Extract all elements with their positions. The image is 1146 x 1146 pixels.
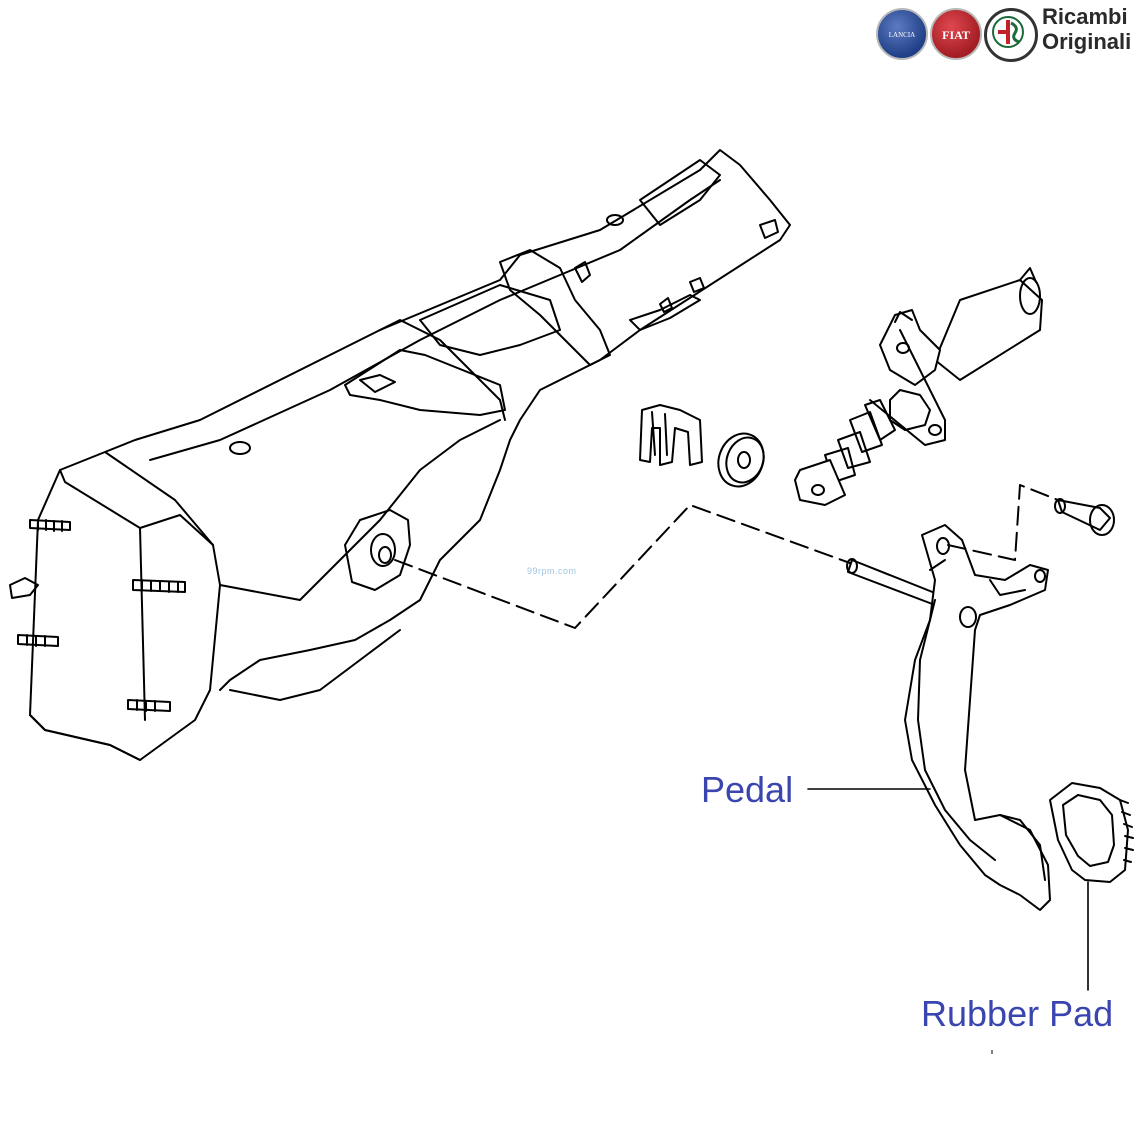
retaining-clip xyxy=(639,404,703,466)
clutch-master-cylinder xyxy=(794,267,1043,506)
pedal-box-bracket xyxy=(29,149,791,761)
rubber-pad-label: Rubber Pad xyxy=(921,993,1114,1034)
pedal-label: Pedal xyxy=(701,769,794,810)
pedal-pivot-shaft xyxy=(846,558,941,606)
fiat-logo-icon: FIAT xyxy=(930,8,982,60)
mounting-studs xyxy=(9,519,186,712)
alfa-romeo-logo-icon xyxy=(984,8,1038,62)
washer xyxy=(717,432,765,488)
fiat-logo-text: FIAT xyxy=(942,28,970,42)
rubber-pedal-pad xyxy=(1049,782,1134,883)
clevis-pin xyxy=(1054,498,1115,536)
brand-line-2: Originali xyxy=(1042,29,1132,54)
assembly-dashed-lines xyxy=(394,484,1059,629)
watermark: 99rpm.com xyxy=(527,566,577,576)
lancia-logo-icon: LANCIA xyxy=(876,8,928,60)
label-leader-lines xyxy=(807,788,1089,991)
clutch-pedal-arm xyxy=(904,524,1051,911)
brand-title: Ricambi Originali xyxy=(1042,4,1131,54)
lancia-logo-text: LANCIA xyxy=(889,31,915,39)
brand-line-1: Ricambi xyxy=(1042,4,1128,29)
